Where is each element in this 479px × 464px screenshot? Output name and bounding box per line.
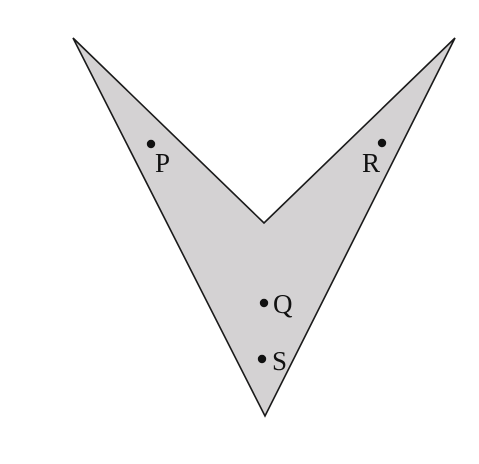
point-r-dot [377, 138, 387, 148]
point-r-label: R [362, 148, 380, 178]
point-p-dot [146, 139, 156, 149]
dart-polygon [72, 37, 456, 418]
point-p-label: P [155, 148, 170, 178]
point-s-dot [257, 354, 267, 364]
point-s-label: S [272, 346, 287, 376]
point-q-dot [259, 298, 269, 308]
point-q-label: Q [273, 289, 293, 319]
